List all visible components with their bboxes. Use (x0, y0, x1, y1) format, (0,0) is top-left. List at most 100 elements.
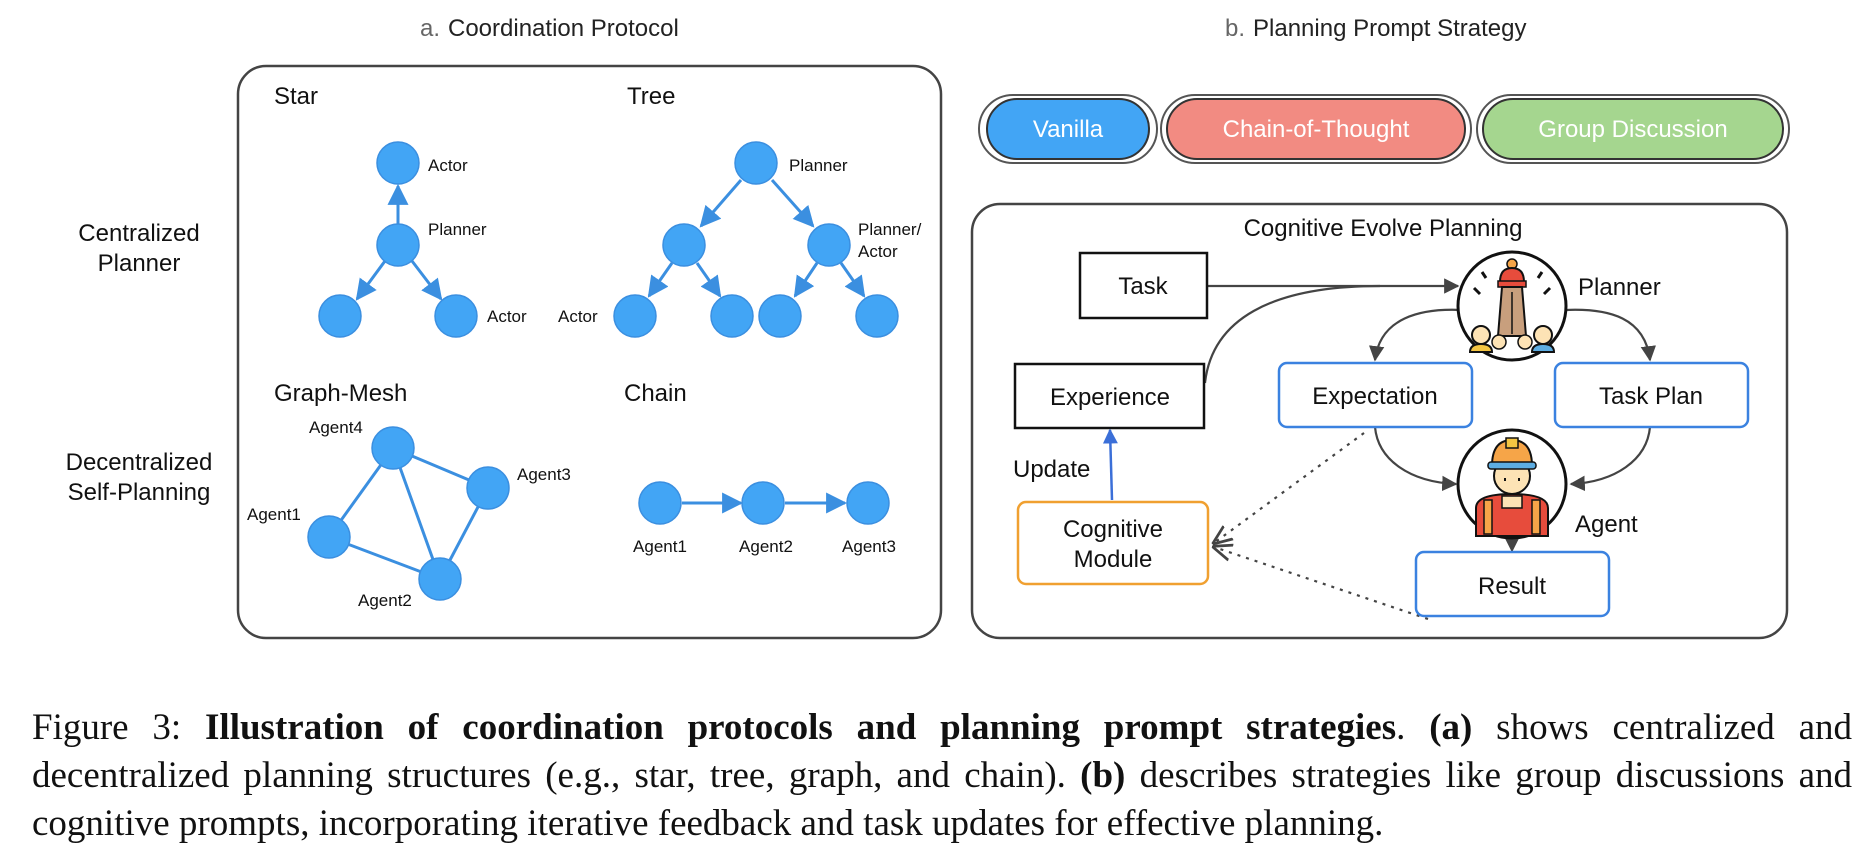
panel-a-title: Coordination Protocol (448, 15, 679, 42)
panel-a: a. Coordination Protocol Centralized Pla… (66, 15, 943, 640)
planner-to-expectation-arrow (1369, 308, 1463, 362)
mesh-agent2-label: Agent2 (358, 591, 412, 610)
chain-agent2-label: Agent2 (739, 537, 793, 556)
star-actor-right-node (434, 294, 478, 338)
expectation-box: Expectation (1277, 361, 1474, 429)
tree-leaf-1-node (613, 294, 657, 338)
mesh-agent3-label: Agent3 (517, 465, 571, 484)
cognitive-module-box: Cognitive Module (1016, 500, 1210, 586)
result-to-module-dotted (1214, 547, 1429, 621)
pill-vanilla-outline (978, 94, 1158, 164)
mesh-agent2-node (418, 557, 462, 601)
mesh-agent1-node (307, 515, 351, 559)
mesh-agent3-node (466, 466, 510, 510)
pill-vanilla-fill (986, 98, 1150, 160)
cognitive-module-rect (1016, 500, 1210, 586)
caption-label: Figure 3: (32, 707, 182, 748)
tree-edge-root-right (770, 179, 815, 228)
tree-planner-label: Planner (789, 156, 848, 175)
star-actor-top-node (376, 141, 420, 185)
experience-to-planner-curve (1203, 284, 1381, 384)
chain-agent1-node (638, 481, 682, 525)
star-title: Star (274, 83, 318, 110)
star-edge-right (410, 260, 443, 301)
result-box-label: Result (1478, 573, 1546, 600)
caption-bold-title: Illustration of coordination protocols a… (205, 707, 1397, 748)
cognitive-frame (970, 202, 1789, 640)
tree-actor-label: Actor (558, 307, 598, 326)
star-planner-node (376, 223, 420, 267)
task-box-rect (1078, 251, 1209, 320)
pill-gd-outline (1476, 94, 1790, 164)
mesh-agent1-label: Agent1 (247, 505, 301, 524)
pill-cot-fill (1166, 98, 1466, 160)
experience-box: Experience (1013, 362, 1206, 430)
graph-mesh-topology: Graph-Mesh Agent4 Agent3 Agent1 Agent2 (247, 380, 571, 610)
planner-icon (1456, 250, 1568, 362)
cognitive-title: Cognitive Evolve Planning (1244, 215, 1523, 242)
task-plan-box-label: Task Plan (1599, 383, 1703, 410)
task-plan-box-rect (1553, 361, 1750, 429)
tree-edge-r-r (839, 262, 866, 298)
chain-title: Chain (624, 380, 687, 407)
tree-leaf-3-node (758, 294, 802, 338)
star-topology: Star Actor Planner Actor (274, 83, 527, 338)
tree-planner-actor-label-2: Actor (858, 242, 898, 261)
result-box-rect (1414, 550, 1611, 618)
mesh-edge-4-2 (391, 447, 442, 580)
task-plan-box: Task Plan (1553, 361, 1750, 429)
chain-agent1-label: Agent1 (633, 537, 687, 556)
tree-topology: Tree Planner Planner/ Actor Actor (558, 83, 922, 338)
graph-mesh-title: Graph-Mesh (274, 380, 407, 407)
agent-label: Agent (1575, 511, 1638, 538)
agent-icon (1456, 428, 1568, 540)
mesh-agent4-label: Agent4 (309, 418, 363, 437)
planner-label: Planner (1578, 274, 1661, 301)
tree-mid-left-node (662, 223, 706, 267)
pill-cot-label: Chain-of-Thought (1223, 116, 1410, 143)
panel-a-frame (236, 64, 943, 640)
pill-group-discussion: Group Discussion (1476, 94, 1790, 164)
module-to-experience-arrow (1102, 428, 1118, 501)
experience-box-label: Experience (1050, 384, 1170, 411)
row-label-decentralized-2: Self-Planning (68, 479, 211, 506)
caption-a-marker: (a) (1429, 707, 1473, 748)
chain-topology: Chain Agent1 Agent2 Agent3 (624, 380, 896, 556)
tree-edge-l-l (647, 262, 674, 298)
star-edge-left (355, 260, 387, 301)
panel-b-prefix: b. (1225, 15, 1245, 42)
expectation-box-rect (1277, 361, 1474, 429)
task-box-label: Task (1118, 273, 1168, 300)
experience-box-rect (1013, 362, 1206, 430)
tree-planner-actor-label-1: Planner/ (858, 220, 922, 239)
tree-leaf-2-node (710, 294, 754, 338)
pill-gd-fill (1482, 98, 1784, 160)
chain-agent2-node (741, 481, 785, 525)
star-actor-bottom-label: Actor (487, 307, 527, 326)
panel-a-prefix: a. (420, 15, 440, 42)
star-actor-left-node (318, 294, 362, 338)
pill-cot-outline (1160, 94, 1472, 164)
row-label-centralized-2: Planner (98, 250, 181, 277)
figure-canvas: a. Coordination Protocol Centralized Pla… (66, 15, 1790, 640)
taskplan-to-agent-arrow (1569, 426, 1652, 492)
pill-chain-of-thought: Chain-of-Thought (1160, 94, 1472, 164)
tree-root-node (734, 141, 778, 185)
tree-title: Tree (627, 83, 675, 110)
tree-leaf-4-node (855, 294, 899, 338)
star-actor-top-label: Actor (428, 156, 468, 175)
star-planner-label: Planner (428, 220, 487, 239)
pill-gd-label: Group Discussion (1538, 116, 1727, 143)
caption-b-marker: (b) (1080, 755, 1126, 796)
expectation-box-label: Expectation (1312, 383, 1437, 410)
pill-vanilla: Vanilla (978, 94, 1158, 164)
expectation-to-module-dotted (1214, 432, 1365, 543)
tree-edge-root-left (699, 179, 743, 228)
result-box: Result (1414, 550, 1611, 618)
panel-b-title: Planning Prompt Strategy (1253, 15, 1526, 42)
chain-agent3-label: Agent3 (842, 537, 896, 556)
cognitive-module-label-1: Cognitive (1063, 516, 1163, 543)
panel-b: b. Planning Prompt Strategy Vanilla Chai… (970, 15, 1790, 640)
expectation-to-agent-arrow (1373, 426, 1458, 492)
planner-to-taskplan-arrow (1564, 308, 1656, 362)
